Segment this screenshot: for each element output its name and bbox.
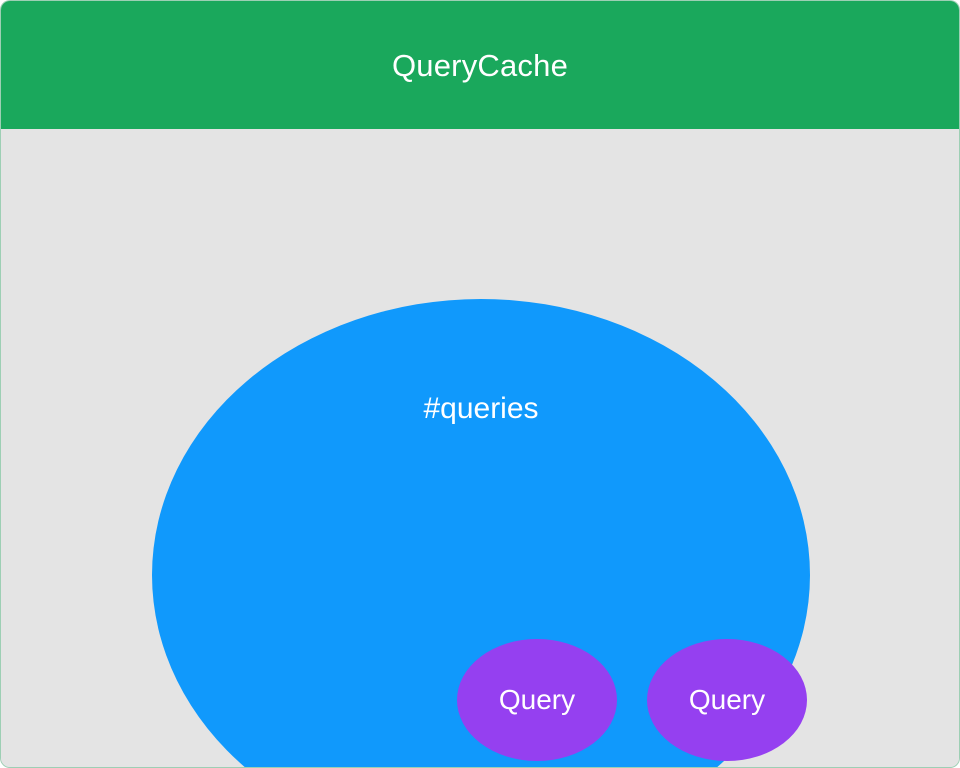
queries-group-label: #queries bbox=[423, 392, 539, 425]
querycache-body: #queries Query Query Query Query bbox=[1, 129, 959, 767]
page-title: QueryCache bbox=[391, 47, 569, 83]
query-node: Query bbox=[457, 639, 617, 761]
queries-group-ellipse: #queries Query Query Query Query bbox=[152, 299, 810, 767]
query-node-label: Query bbox=[498, 684, 576, 715]
query-node-label: Query bbox=[688, 684, 766, 715]
query-node: Query bbox=[647, 639, 807, 761]
querycache-header: QueryCache bbox=[1, 1, 959, 129]
